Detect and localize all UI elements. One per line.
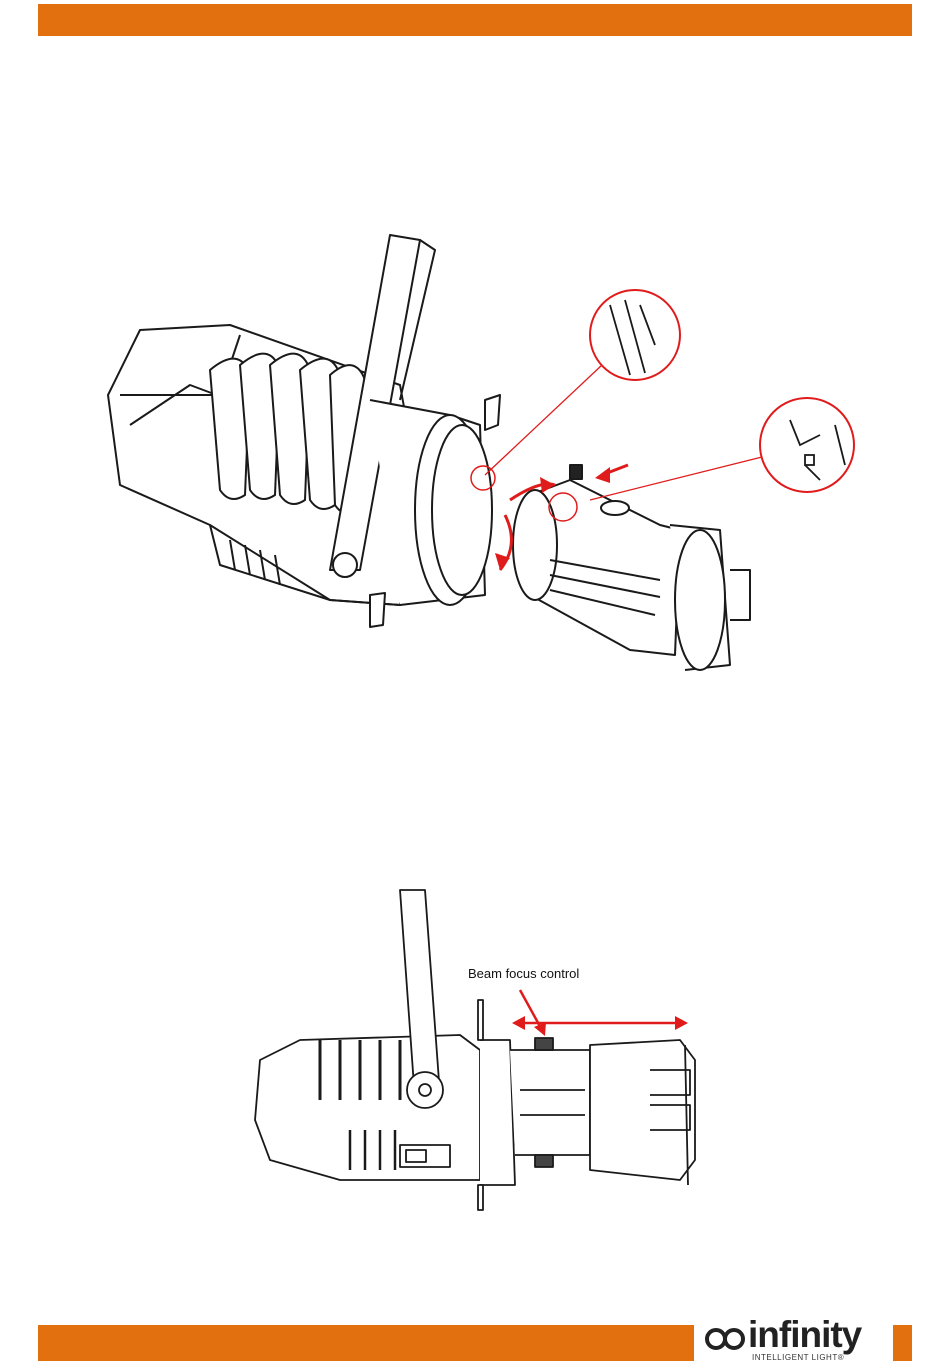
footer-accent-bar <box>38 1325 694 1361</box>
beam-focus-illustration <box>240 880 710 1200</box>
brand-tagline: INTELLIGENT LIGHT® <box>752 1353 844 1362</box>
infinity-logo-icon <box>704 1324 746 1354</box>
brand-logo: infinity INTELLIGENT LIGHT® <box>704 1320 890 1366</box>
brand-name: infinity <box>748 1314 861 1356</box>
header-accent-bar <box>38 4 912 36</box>
lens-attach-illustration <box>100 225 860 705</box>
beam-focus-callout: Beam focus control <box>468 966 579 981</box>
footer-accent-bar-end <box>893 1325 912 1361</box>
